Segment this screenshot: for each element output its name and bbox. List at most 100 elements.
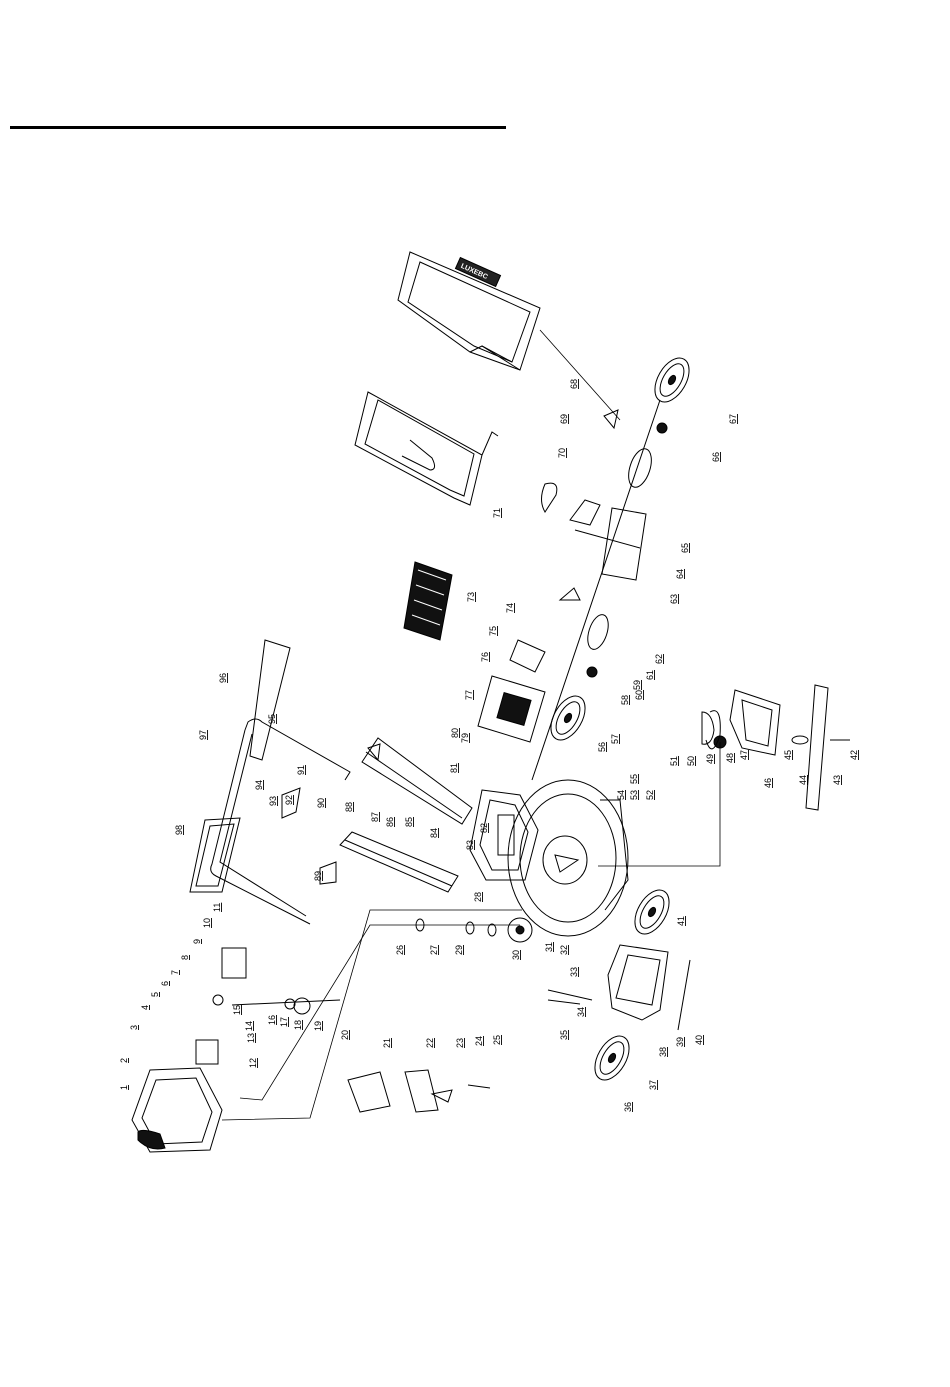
callout-20: 20 <box>340 1030 350 1040</box>
callout-80: 80 <box>450 728 460 738</box>
callout-38: 38 <box>658 1047 668 1057</box>
callout-28: 28 <box>473 892 483 902</box>
callout-63: 63 <box>669 594 679 604</box>
upper-handle <box>190 640 350 924</box>
callout-37: 37 <box>648 1080 658 1090</box>
callout-30: 30 <box>511 950 521 960</box>
callout-11: 11 <box>212 903 222 912</box>
callout-60: 60 <box>634 690 644 700</box>
engine-assembly <box>132 948 340 1152</box>
callout-57: 57 <box>610 734 620 744</box>
callout-16: 16 <box>267 1015 277 1025</box>
callout-44: 44 <box>798 775 808 785</box>
callout-56: 56 <box>597 742 607 752</box>
wheel-57 <box>544 690 592 746</box>
callout-70: 70 <box>557 448 567 458</box>
callout-81: 81 <box>449 763 459 773</box>
callout-79: 79 <box>460 733 470 743</box>
callout-58: 58 <box>620 695 630 705</box>
callout-86: 86 <box>385 817 395 827</box>
callout-76: 76 <box>480 652 490 662</box>
callout-54: 54 <box>616 790 626 800</box>
callout-62: 62 <box>654 654 664 664</box>
callout-23: 23 <box>455 1038 465 1048</box>
callout-36: 36 <box>623 1102 633 1112</box>
callout-55: 55 <box>629 774 639 784</box>
callout-41: 41 <box>676 916 686 926</box>
callout-10: 10 <box>202 918 212 928</box>
callout-92: 92 <box>284 795 294 805</box>
callout-95: 95 <box>267 714 277 724</box>
callout-91: 91 <box>296 765 306 775</box>
callout-96: 96 <box>218 673 228 683</box>
callout-21: 21 <box>382 1038 392 1048</box>
callout-27: 27 <box>429 945 439 955</box>
callout-4: 4 <box>140 1005 150 1010</box>
callout-53: 53 <box>629 790 639 800</box>
callout-98: 98 <box>174 825 184 835</box>
callout-68: 68 <box>569 379 579 389</box>
callout-93: 93 <box>268 796 278 806</box>
callout-82: 82 <box>479 823 489 833</box>
callout-34: 34 <box>576 1007 586 1017</box>
callout-75: 75 <box>488 626 498 636</box>
callout-8: 8 <box>180 955 190 960</box>
callout-15: 15 <box>232 1005 242 1015</box>
callout-77: 77 <box>464 690 474 700</box>
callout-22: 22 <box>425 1038 435 1048</box>
callout-88: 88 <box>344 802 354 812</box>
callout-66: 66 <box>711 452 721 462</box>
callout-17: 17 <box>279 1017 289 1027</box>
callout-47: 47 <box>739 750 749 760</box>
rear-guard <box>470 790 538 880</box>
callout-7: 7 <box>170 970 180 975</box>
wheel-41 <box>628 884 676 940</box>
callout-19: 19 <box>313 1021 323 1031</box>
callout-51: 51 <box>669 756 679 766</box>
bag-frame <box>355 392 498 505</box>
callout-3: 3 <box>129 1025 139 1030</box>
callout-1: 1 <box>119 1085 129 1090</box>
wheel-37 <box>588 1030 636 1086</box>
mulch-grid <box>404 562 452 640</box>
blade-assembly <box>702 685 850 810</box>
callout-87: 87 <box>370 812 380 822</box>
callout-32: 32 <box>559 945 569 955</box>
callout-39: 39 <box>675 1037 685 1047</box>
callout-85: 85 <box>404 817 414 827</box>
callout-71: 71 <box>492 508 502 518</box>
callout-64: 64 <box>675 569 685 579</box>
callout-48: 48 <box>725 753 735 763</box>
callout-73: 73 <box>466 592 476 602</box>
callout-52: 52 <box>645 790 655 800</box>
callout-13: 13 <box>246 1033 256 1043</box>
callout-94: 94 <box>254 780 264 790</box>
callout-18: 18 <box>293 1020 303 1030</box>
wheels <box>544 352 696 1086</box>
callout-6: 6 <box>160 981 170 986</box>
callout-24: 24 <box>474 1036 484 1046</box>
callout-14: 14 <box>244 1021 254 1031</box>
callout-12: 12 <box>248 1058 258 1068</box>
callout-65: 65 <box>680 543 690 553</box>
callout-69: 69 <box>559 414 569 424</box>
callout-90: 90 <box>316 798 326 808</box>
callout-35: 35 <box>559 1030 569 1040</box>
callout-45: 45 <box>783 750 793 760</box>
callout-49: 49 <box>705 754 715 764</box>
callout-97: 97 <box>198 730 208 740</box>
callout-26: 26 <box>395 945 405 955</box>
front-housing <box>548 945 690 1030</box>
callout-59: 59 <box>632 680 642 690</box>
callout-40: 40 <box>694 1035 704 1045</box>
callout-61: 61 <box>645 670 655 680</box>
callout-2: 2 <box>119 1058 129 1063</box>
callout-5: 5 <box>150 992 160 997</box>
callout-83: 83 <box>465 840 475 850</box>
callout-33: 33 <box>569 967 579 977</box>
grass-bag: LUXEBC <box>398 252 540 370</box>
callout-84: 84 <box>429 828 439 838</box>
callout-67: 67 <box>728 414 738 424</box>
